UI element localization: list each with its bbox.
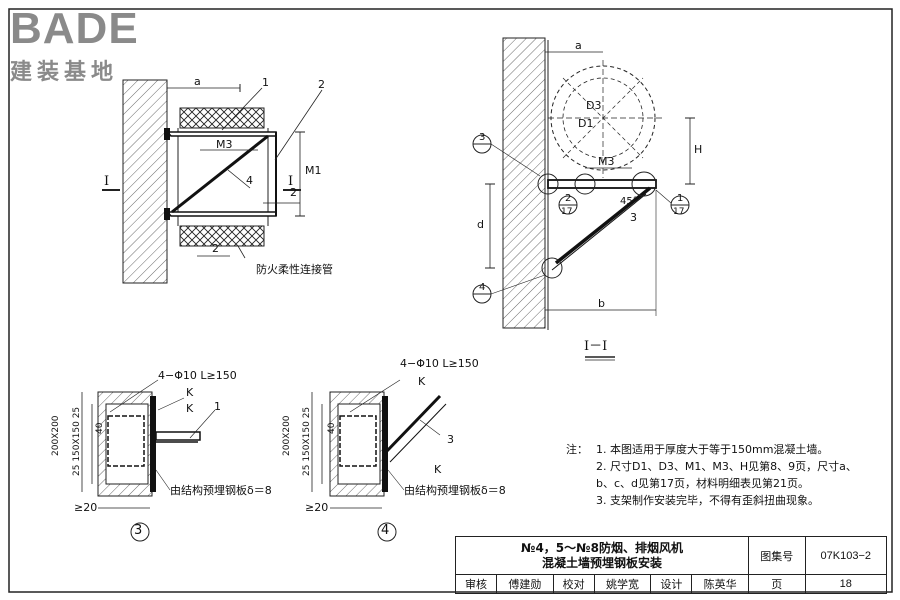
callout-3: 3 bbox=[447, 433, 454, 446]
dim-150: 25 150X150 25 bbox=[72, 406, 82, 476]
concrete-wall bbox=[502, 37, 546, 329]
note-item: 1. 本图适用于厚度大于等于150mm混凝土墙。 bbox=[596, 443, 829, 456]
dim-m3: M3 bbox=[216, 138, 233, 151]
min-20: ≥20 bbox=[74, 501, 98, 514]
rebar-spec: 4−Φ10 L≥150 bbox=[400, 357, 479, 370]
callout-1: 1 bbox=[214, 400, 221, 413]
page-number: 18 bbox=[804, 574, 888, 594]
plate-note: 由结构预埋钢板δ＝8 bbox=[404, 484, 506, 497]
weld-2-bottom: 2 bbox=[212, 242, 219, 255]
dim-a: a bbox=[194, 75, 201, 88]
detail-3 bbox=[81, 379, 216, 542]
index-1-top: 1 bbox=[677, 193, 684, 204]
notes-block: 注： 1. 本图适用于厚度大于等于150mm混凝土墙。 2. 尺寸D1、D3、M… bbox=[566, 441, 866, 509]
dim-150: 25 150X150 25 bbox=[302, 406, 312, 476]
dim-a: a bbox=[575, 39, 582, 52]
brand-logo: BADE bbox=[10, 4, 139, 53]
dim-d1: D1 bbox=[578, 117, 594, 130]
callout-4: 4 bbox=[246, 174, 253, 187]
notes-heading: 注： bbox=[566, 443, 588, 456]
reviewer-name: 傅建勋 bbox=[496, 574, 554, 594]
dim-200: 200X200 bbox=[282, 415, 292, 456]
page-label: 页 bbox=[747, 574, 806, 594]
detail-3-mark: 3 bbox=[134, 523, 143, 538]
title-block: №4，5～№8防烟、排烟风机 混凝土墙预埋钢板安装 图集号 07K103−2 审… bbox=[454, 536, 888, 594]
note-item: 2. 尺寸D1、D3、M1、M3、H见第8、9页，尺寸a、b、c、d见第17页，… bbox=[596, 460, 857, 490]
dim-h: H bbox=[694, 143, 703, 156]
min-20: ≥20 bbox=[305, 501, 329, 514]
dim-40: 40 bbox=[95, 422, 105, 434]
dim-d3: D3 bbox=[586, 99, 602, 112]
callout-3: 3 bbox=[630, 211, 637, 224]
callout-1: 1 bbox=[262, 76, 269, 89]
fire-pipe-label: 防火柔性连接管 bbox=[256, 263, 333, 276]
plate-note: 由结构预埋钢板δ＝8 bbox=[170, 484, 272, 497]
title-line-2: 混凝土墙预埋钢板安装 bbox=[541, 555, 662, 570]
plan-view bbox=[102, 79, 323, 284]
review-label: 审核 bbox=[454, 574, 498, 594]
sheet-border bbox=[8, 8, 893, 593]
brand-subtitle: 建装基地 bbox=[10, 60, 119, 85]
insulation-top bbox=[179, 107, 265, 129]
weld-k: K bbox=[418, 375, 426, 388]
concrete-wall bbox=[122, 79, 168, 284]
insulation-bottom bbox=[179, 225, 265, 247]
weld-2-right: 2 bbox=[290, 186, 297, 199]
angle-45: 45° bbox=[620, 196, 638, 207]
dim-d: d bbox=[477, 218, 484, 231]
index-2-bottom: 17 bbox=[561, 207, 573, 217]
bracket-beam bbox=[547, 179, 657, 189]
dim-40: 40 bbox=[327, 422, 337, 434]
callout-2: 2 bbox=[318, 78, 325, 91]
weld-k: K bbox=[186, 402, 194, 415]
index-4-top: 4 bbox=[479, 282, 486, 293]
weld-k: K bbox=[186, 386, 194, 399]
designer-name: 陈英华 bbox=[691, 574, 749, 594]
detail-4 bbox=[311, 379, 447, 542]
note-item: 3. 支架制作安装完毕，不得有歪斜扭曲现象。 bbox=[596, 494, 819, 507]
title-line-1: №4，5～№8防烟、排烟风机 bbox=[521, 540, 683, 555]
section-title: I－I bbox=[584, 339, 608, 354]
index-3-top: 3 bbox=[479, 132, 486, 143]
index-2-top: 2 bbox=[565, 193, 572, 204]
section-view bbox=[472, 37, 695, 361]
atlas-number: 07K103−2 bbox=[804, 536, 888, 575]
dim-b: b bbox=[598, 297, 605, 310]
design-label: 设计 bbox=[650, 574, 693, 594]
detail-4-mark: 4 bbox=[381, 523, 390, 538]
index-1-bottom: 17 bbox=[673, 207, 685, 217]
dim-m1: M1 bbox=[305, 164, 322, 177]
drawing-title: №4，5～№8防烟、排烟风机 混凝土墙预埋钢板安装 bbox=[455, 536, 749, 575]
rebar-spec: 4−Φ10 L≥150 bbox=[158, 369, 237, 382]
dim-m3: M3 bbox=[598, 155, 615, 168]
check-label: 校对 bbox=[552, 574, 595, 594]
section-mark-left: I bbox=[104, 174, 110, 189]
dim-200: 200X200 bbox=[51, 415, 61, 456]
atlas-label: 图集号 bbox=[747, 536, 806, 575]
checker-name: 姚学宽 bbox=[593, 574, 652, 594]
section-mark-right: I bbox=[288, 174, 294, 189]
weld-k: K bbox=[434, 463, 442, 476]
